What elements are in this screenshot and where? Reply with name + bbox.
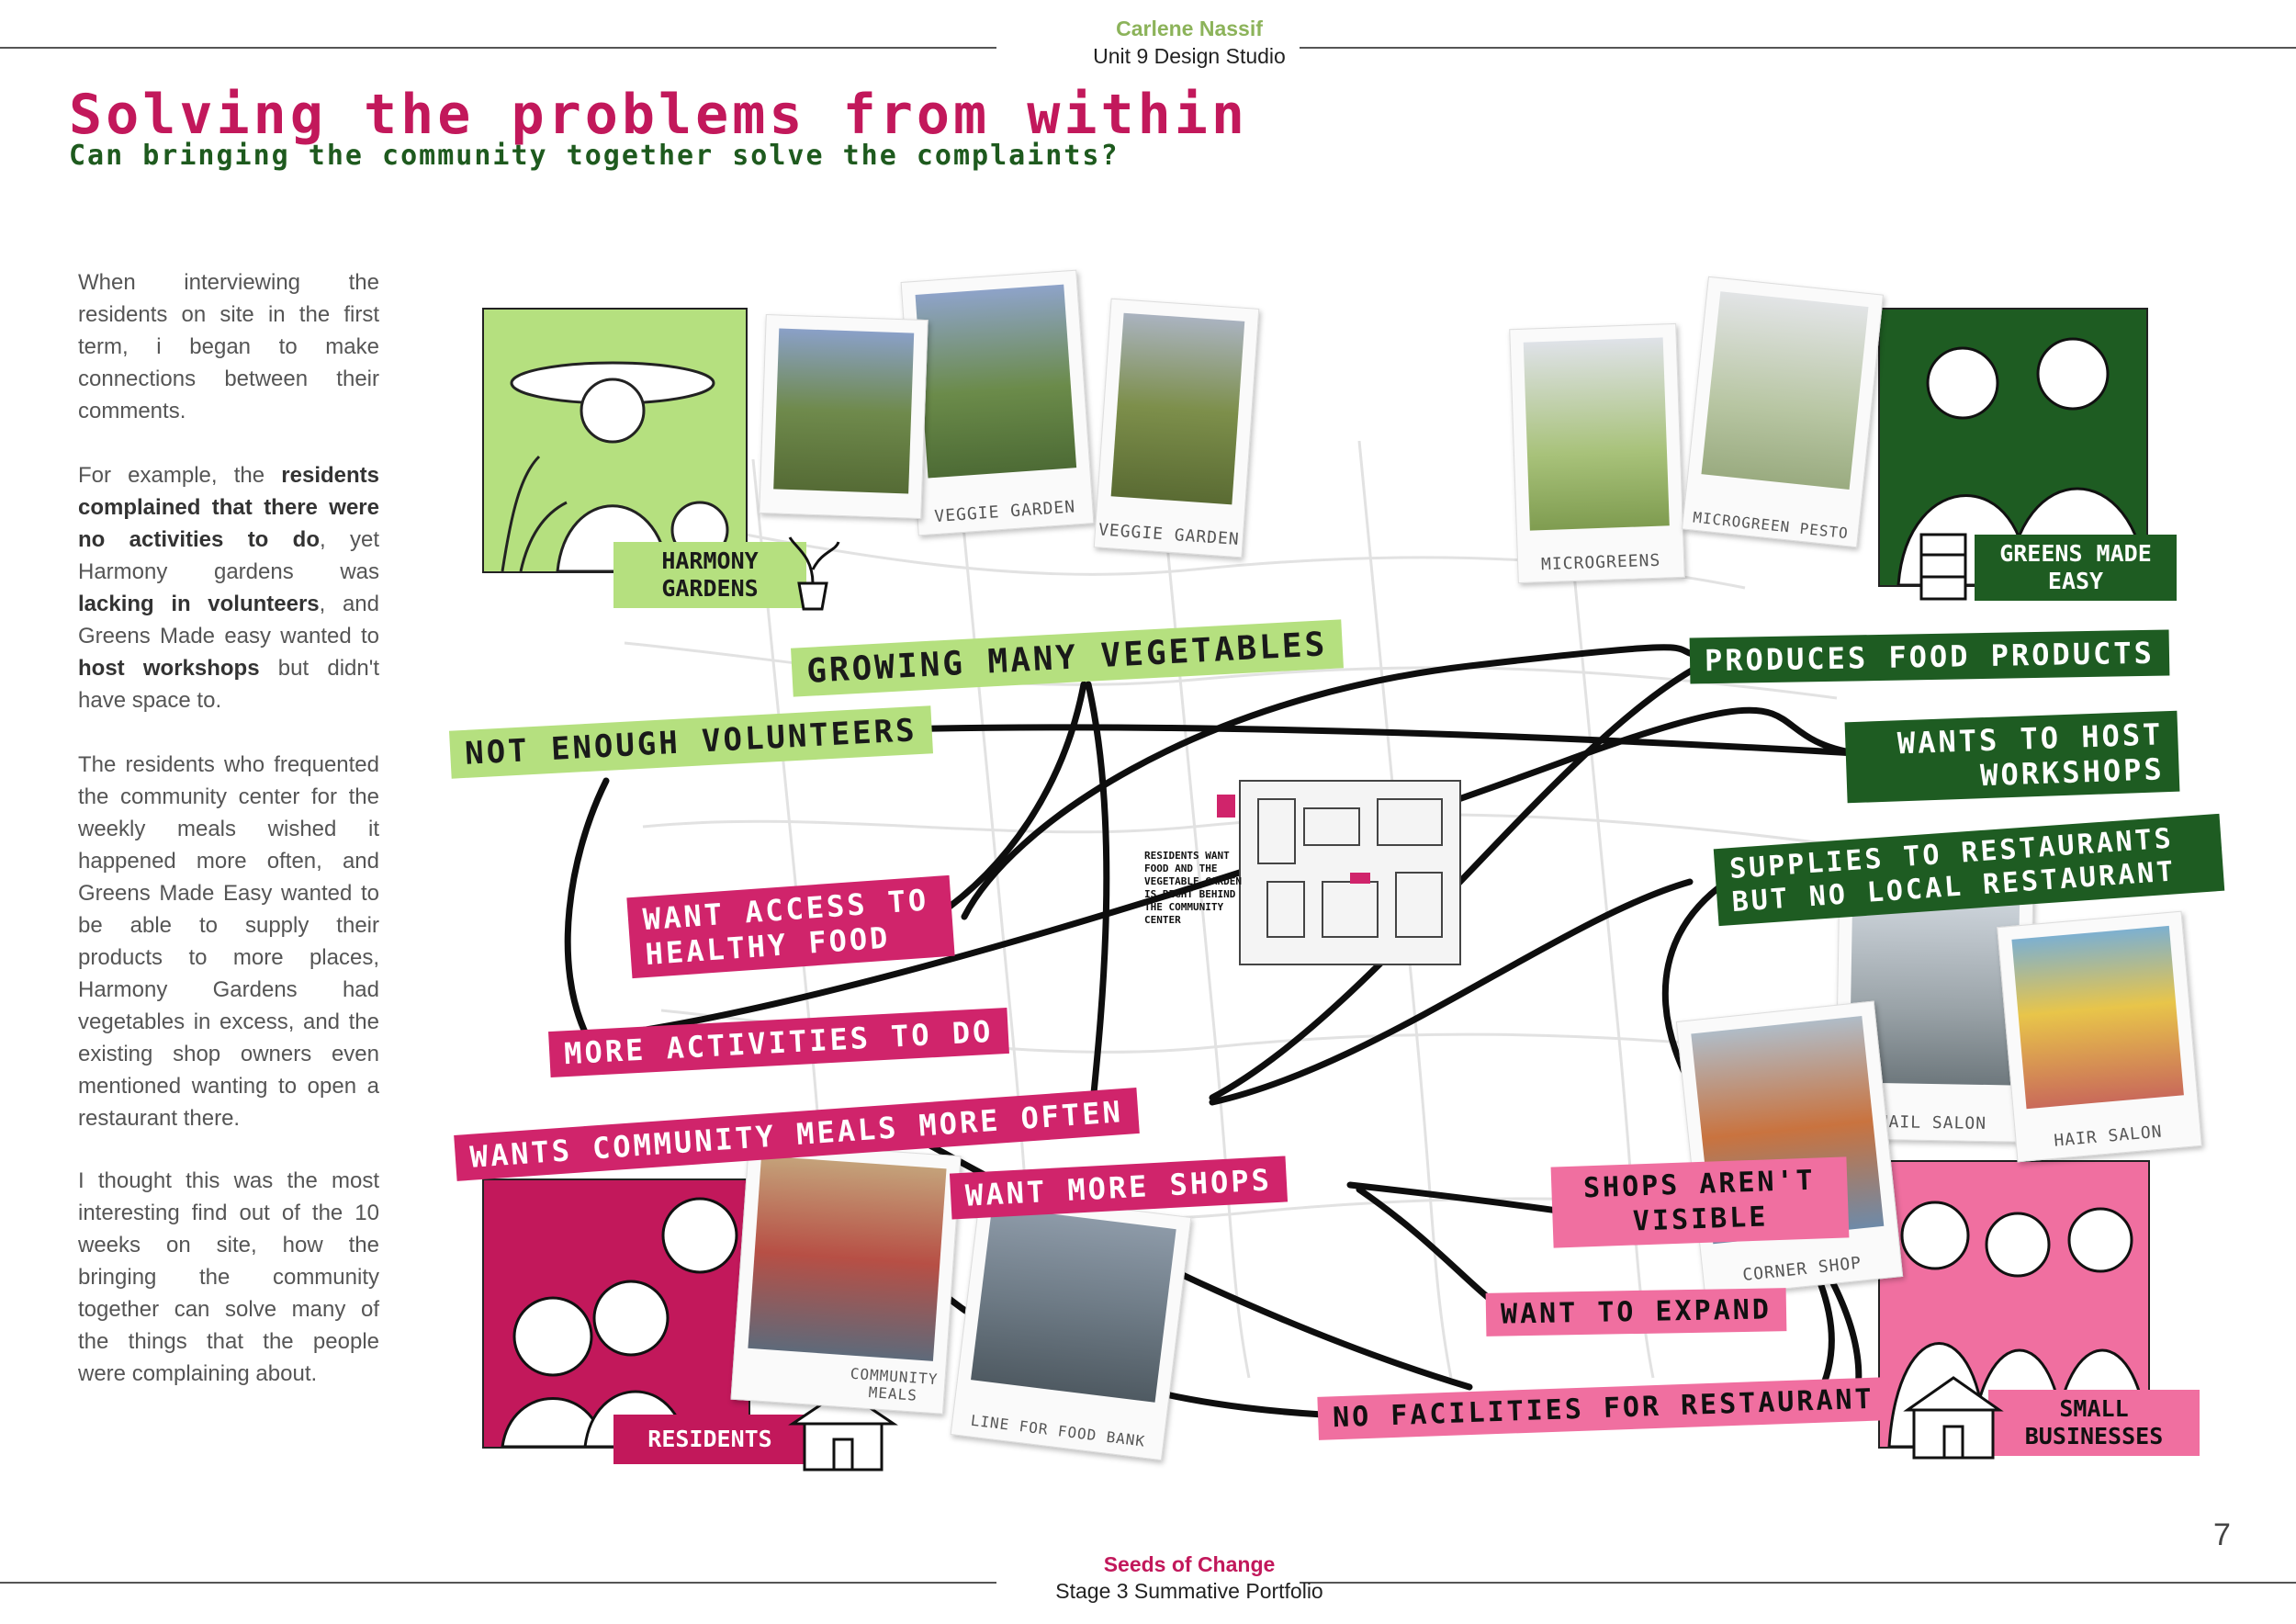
gardener-illustration bbox=[501, 361, 729, 573]
grow-rack-icon bbox=[1918, 531, 1969, 603]
tag-text: SHOPS AREN'T VISIBLE bbox=[1582, 1164, 1817, 1238]
photo-caption: VEGGIE GARDEN bbox=[1097, 520, 1241, 550]
header-author: Carlene Nassif bbox=[1116, 17, 1263, 40]
body-paragraph-2: For example, the residents complained th… bbox=[78, 459, 379, 716]
body-text-run: but didn't have space to. bbox=[78, 656, 379, 713]
body-paragraph-3: The residents who frequented the communi… bbox=[78, 752, 379, 1131]
photo-allotment bbox=[759, 313, 929, 520]
tag-want-to-expand: WANT TO EXPAND bbox=[1485, 1288, 1787, 1336]
harmony-gardens-label: HARMONY GARDENS bbox=[613, 542, 806, 608]
photo-caption: HAIR SALON bbox=[2053, 1122, 2164, 1151]
footer-stage: Stage 3 Summative Portfolio bbox=[1055, 1579, 1323, 1603]
photo-corner-shop: CORNER SHOP bbox=[1675, 1000, 1904, 1298]
body-paragraph-1: When interviewing the residents on site … bbox=[78, 270, 379, 423]
photo-caption: COMMUNITY MEALS bbox=[850, 1364, 940, 1404]
body-bold-run: host workshops bbox=[78, 656, 260, 681]
body-paragraph-4: I thought this was the most interesting … bbox=[78, 1168, 379, 1386]
residents-illustration bbox=[501, 1197, 738, 1449]
residents-label: RESIDENTS bbox=[613, 1415, 806, 1464]
header-rule-left bbox=[0, 47, 996, 49]
photo-microgreen-pesto: MICROGREEN PESTO bbox=[1682, 276, 1884, 548]
footer-project: Seeds of Change bbox=[1103, 1552, 1276, 1576]
body-bold-run: residents complained that there were no … bbox=[78, 463, 379, 552]
photo-hair-salon: HAIR SALON bbox=[1997, 910, 2202, 1163]
page-subtitle: Can bringing the community together solv… bbox=[69, 140, 1120, 172]
tag-wants-to-host-workshops: WANTS TO HOST WORKSHOPS bbox=[1844, 710, 2180, 804]
plant-pot-icon bbox=[785, 528, 840, 611]
photo-community-meals: COMMUNITY MEALS bbox=[730, 1141, 962, 1415]
site-plan bbox=[1217, 780, 1461, 965]
page-number: 7 bbox=[2213, 1517, 2231, 1552]
photo-caption: MICROGREENS bbox=[1540, 550, 1661, 575]
shop-icon bbox=[1903, 1373, 2004, 1460]
photo-veggie-garden-1: VEGGIE GARDEN bbox=[900, 269, 1095, 536]
photo-food-bank: LINE FOR FOOD BANK bbox=[950, 1190, 1192, 1461]
connection-map bbox=[564, 440, 1863, 1418]
tag-produces-food-products: PRODUCES FOOD PRODUCTS bbox=[1689, 629, 2170, 684]
photo-microgreens: MICROGREENS bbox=[1509, 322, 1685, 584]
site-note: RESIDENTS WANT FOOD AND THE VEGETABLE GA… bbox=[1144, 850, 1242, 926]
body-text-run: , yet Harmony gardens was bbox=[78, 527, 379, 584]
small-businesses-label: SMALL BUSINESSES bbox=[1988, 1390, 2200, 1456]
page-title: Solving the problems from within bbox=[69, 83, 1248, 147]
footer-rule-right bbox=[1300, 1582, 2296, 1584]
header-studio: Unit 9 Design Studio bbox=[1093, 44, 1286, 68]
photo-veggie-garden-2: VEGGIE GARDEN bbox=[1093, 298, 1260, 558]
photo-caption: VEGGIE GARDEN bbox=[933, 497, 1076, 527]
tag-shops-not-visible: SHOPS AREN'T VISIBLE bbox=[1550, 1156, 1850, 1248]
tag-text: WANT ACCESS TO HEALTHY FOOD bbox=[641, 882, 930, 973]
tag-text: WANTS TO HOST WORKSHOPS bbox=[1896, 716, 2166, 794]
body-bold-run: lacking in volunteers bbox=[78, 592, 320, 616]
header-rule-right bbox=[1300, 47, 2296, 49]
body-text-run: For example, the bbox=[78, 463, 282, 488]
footer-rule-left bbox=[0, 1582, 996, 1584]
residents-panel bbox=[482, 1179, 750, 1449]
greens-made-easy-label: GREENS MADE EASY bbox=[1975, 535, 2177, 601]
harmony-gardens-panel bbox=[482, 308, 748, 573]
body-text-run: , and Greens Made easy wanted to bbox=[78, 592, 379, 648]
